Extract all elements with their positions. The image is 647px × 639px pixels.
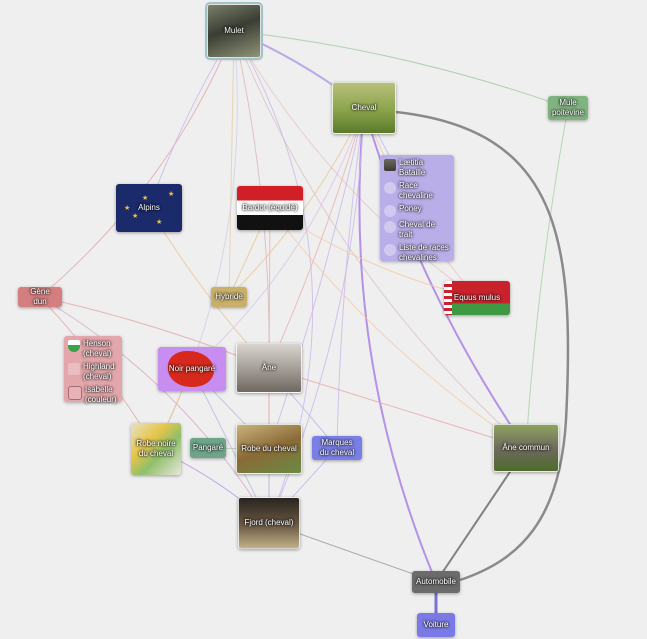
list-item-label: Henson (cheval)	[83, 339, 112, 358]
node-label: Mulet	[224, 26, 244, 35]
node-label: Voiture	[423, 620, 449, 629]
node-label: Robe du cheval	[241, 444, 297, 453]
node-label: Cheval	[351, 103, 377, 112]
gene-dun-related-list: Henson (cheval) Highland (cheval) Isabel…	[64, 336, 122, 405]
edge-cheval-ane	[268, 107, 365, 369]
edge-mulet-mule	[233, 30, 569, 109]
node-label: Noir pangaré	[168, 364, 216, 373]
star-icon: ★	[132, 213, 139, 220]
node-label: Automobile	[415, 577, 457, 586]
node-label: Alpins	[138, 203, 160, 212]
outline-icon	[68, 386, 82, 400]
edge-cheval-noir	[191, 107, 365, 370]
edge-mule-anec	[525, 107, 569, 449]
list-item[interactable]: Race chevaline	[384, 181, 450, 201]
edge-cheval-hybride	[228, 107, 365, 298]
node-robe-du-cheval[interactable]: Robe du cheval	[236, 424, 302, 474]
list-item-label: Poney	[399, 204, 422, 213]
edge-ane-anec	[268, 367, 527, 449]
list-item-label: Lætitia Bataille	[399, 158, 426, 177]
bullet-icon	[384, 182, 396, 194]
edge-cheval-automobile-main	[395, 110, 570, 582]
node-gene-dun[interactable]: Gène dun	[18, 287, 62, 307]
list-item[interactable]: Isabelle (couleur)	[68, 385, 118, 405]
node-hybride[interactable]: Hybride	[211, 287, 247, 307]
node-label: Bardot (équidé)	[242, 203, 298, 212]
edge-gene-fjord	[39, 296, 270, 524]
bullet-icon	[384, 221, 396, 233]
edge-cheval-anec	[363, 107, 527, 449]
node-fjord[interactable]: Fjord (cheval)	[238, 497, 300, 549]
list-item-label: Highland (cheval)	[83, 362, 115, 381]
node-pangare[interactable]: Pangaré	[190, 438, 226, 458]
star-icon: ★	[124, 205, 131, 212]
node-automobile[interactable]: Automobile	[412, 571, 460, 593]
list-item[interactable]: Poney	[384, 204, 450, 217]
edge-cheval-robe	[268, 107, 365, 450]
node-label: Mule poitevine	[551, 98, 585, 117]
list-item-label: Race chevaline	[399, 181, 433, 200]
edge-bardot-anec	[269, 207, 527, 449]
edge-mulet-hybride	[228, 30, 235, 298]
swiss-map-icon	[168, 351, 214, 387]
list-item[interactable]: Highland (cheval)	[68, 362, 118, 382]
node-noir-pangare[interactable]: Noir pangaré	[158, 347, 226, 391]
node-bardot[interactable]: Bardot (équidé)	[237, 186, 303, 230]
node-label: Marques du cheval	[319, 438, 355, 457]
star-icon: ★	[142, 195, 149, 202]
list-item[interactable]: Liste de races chevalines	[384, 243, 450, 263]
cheval-related-list: Lætitia Bataille Race chevaline Poney Ch…	[380, 155, 454, 263]
star-icon: ★	[168, 191, 175, 198]
node-mule-poitevine[interactable]: Mule poitevine	[548, 96, 588, 120]
node-voiture[interactable]: Voiture	[417, 613, 455, 637]
node-alpins[interactable]: ★ ★ ★ ★ ★ Alpins	[116, 184, 182, 232]
list-item-label: Cheval de trait	[399, 220, 436, 239]
node-equus-mulus[interactable]: Equus mulus	[444, 281, 510, 315]
node-label: Equus mulus	[453, 293, 501, 302]
node-label: Pangaré	[192, 443, 224, 452]
edge-cheval-marques	[336, 107, 365, 449]
node-label: Robe noire du cheval	[136, 439, 176, 458]
node-cheval[interactable]: Cheval	[332, 82, 396, 134]
node-robe-noire[interactable]: Robe noire du cheval	[131, 423, 181, 475]
node-label: Fjord (cheval)	[244, 518, 294, 527]
node-label: Âne commun	[502, 443, 550, 452]
node-ane[interactable]: Âne	[236, 343, 302, 393]
list-item[interactable]: Henson (cheval)	[68, 339, 118, 359]
node-label: Âne	[261, 363, 277, 372]
bullet-icon	[384, 205, 396, 217]
list-item[interactable]: Lætitia Bataille	[384, 158, 450, 178]
node-marques[interactable]: Marques du cheval	[312, 436, 362, 460]
edge-mulet-gene	[39, 30, 235, 298]
node-ane-commun[interactable]: Âne commun	[493, 424, 559, 472]
node-label: Gène dun	[30, 287, 50, 306]
list-item[interactable]: Cheval de trait	[384, 220, 450, 240]
list-item-label: Isabelle (couleur)	[85, 385, 117, 404]
node-label: Hybride	[215, 292, 243, 301]
list-item-label: Liste de races chevalines	[399, 243, 449, 262]
edge-mulet-equus	[233, 30, 478, 299]
shield-icon	[68, 340, 80, 352]
edge-mulet-anec	[233, 30, 527, 449]
node-mulet[interactable]: Mulet	[205, 2, 263, 60]
blank-icon	[68, 363, 80, 375]
star-icon: ★	[156, 219, 163, 226]
bullet-icon	[384, 244, 396, 256]
photo-icon	[384, 159, 396, 171]
